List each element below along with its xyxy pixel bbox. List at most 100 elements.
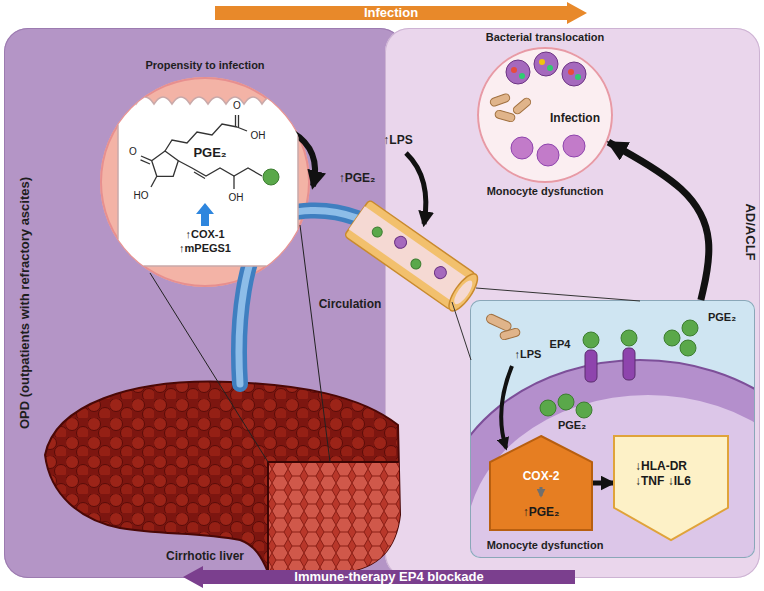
pge2-structure — [141, 115, 263, 189]
figure-label: HO — [134, 190, 149, 203]
blood-vessel — [444, 270, 482, 315]
figure-label: O — [233, 100, 241, 113]
increase-arrow — [196, 203, 214, 226]
pge2-structure — [141, 156, 152, 161]
liver-figure — [45, 382, 403, 577]
monocyte-cell — [471, 395, 754, 557]
bacterium-symbol — [485, 313, 521, 341]
infection-scene — [489, 93, 511, 107]
pge2-structure — [141, 160, 151, 164]
node-text: Propensity to infection — [145, 59, 264, 73]
infection-scene — [568, 69, 574, 75]
blood-vessel — [344, 200, 476, 311]
infection-scene — [575, 74, 581, 80]
figure-label: Circulation — [319, 297, 382, 312]
node-text: ↓HLA-DR ↓TNF ↓IL6 — [635, 459, 701, 489]
epithelium-card — [118, 97, 298, 266]
ep4-receptor — [585, 348, 635, 382]
monocyte-cell — [471, 360, 754, 557]
pge2-structure — [237, 127, 247, 131]
flow-arrow — [292, 132, 315, 186]
node-text: OPD (outpatients with refractory ascites… — [17, 177, 33, 429]
infection-scene — [537, 144, 559, 166]
pge2-structure — [152, 151, 179, 176]
blood-vessel — [370, 225, 384, 239]
blood-vessel — [432, 264, 449, 281]
node-text: ↑PGE₂ — [523, 505, 560, 520]
pge2-structure — [235, 115, 236, 127]
infection-scene — [539, 59, 545, 65]
infection-scene — [534, 52, 558, 76]
blood-vessel — [222, 200, 262, 235]
zoom-circle: Propensity to infection↑COX-1 ↑mPEGS1 — [100, 77, 310, 287]
figure-label: ↑LPS — [515, 348, 542, 362]
conversion-arrow — [540, 487, 543, 496]
node-text: AD/ACLF — [742, 203, 758, 260]
infection-scene — [511, 67, 517, 73]
effect-box-fill — [614, 436, 728, 540]
pge2-molecule — [664, 330, 680, 346]
node-text: Monocyte dysfunction — [487, 185, 604, 199]
pge2-structure — [151, 176, 157, 187]
enzyme-pentagon-fill — [490, 436, 592, 530]
figure-label: PGE₂ — [558, 419, 586, 433]
infection-scene — [512, 97, 532, 116]
figure-label: OH — [251, 130, 266, 143]
liver-figure — [268, 462, 403, 577]
therapy-arrow-fill — [183, 566, 575, 588]
node-text: ↑COX-1 ↑mPEGS1 — [169, 228, 241, 256]
figure-label: PGE₂ — [193, 145, 226, 161]
node-text: Immune-therapy EP4 blockade — [294, 569, 483, 585]
node-text: Infection — [364, 5, 418, 21]
blood-vessel — [392, 234, 409, 251]
zoom-line — [300, 225, 330, 462]
figure-label: ↑PGE₂ — [339, 171, 376, 186]
blood-vessel — [451, 278, 475, 307]
bacterium-symbol — [485, 313, 512, 332]
node-text: Monocyte dysfunction — [487, 539, 604, 553]
effect-box: ↓HLA-DR ↓TNF ↓IL6 — [614, 436, 728, 540]
figure-label: Cirrhotic liver — [166, 549, 244, 564]
figure-label: EP4 — [550, 338, 571, 352]
liver-figure — [45, 382, 400, 572]
pge2-molecule — [540, 400, 556, 416]
pge2-molecule — [583, 332, 599, 348]
figure-label: PGE₂ — [708, 311, 736, 325]
pge2-molecule — [621, 330, 637, 346]
pge2-structure — [233, 176, 234, 189]
connector-arrow — [592, 481, 614, 486]
infection-scene — [562, 62, 586, 86]
infection-scene — [511, 137, 533, 159]
node-text: Bacterial translocation — [486, 31, 605, 45]
enzyme-pentagon: COX-2 ↑PGE₂ — [490, 436, 592, 530]
bacterium-symbol — [499, 328, 520, 341]
blood-vessel — [349, 206, 472, 304]
process-arrow: Infection — [215, 2, 587, 24]
node-text: Infection — [550, 111, 600, 126]
monocyte-cell — [471, 360, 754, 557]
epithelium-card — [118, 97, 298, 266]
process-arrow-fill — [215, 2, 587, 24]
liver-figure — [268, 462, 403, 577]
pge2-molecule — [558, 394, 574, 410]
infection-scene — [489, 52, 586, 166]
figure-label: OH — [229, 192, 244, 205]
connector-arrow — [608, 142, 708, 300]
blood-vessel — [409, 257, 423, 271]
stage-panel: AD/ACLFBacterial translocationInfectionM… — [385, 28, 760, 578]
infection-scene — [494, 110, 515, 123]
zoom-line — [476, 288, 640, 301]
pge2-structure — [238, 115, 239, 127]
zoom-circle: Bacterial translocationInfectionMonocyte… — [477, 47, 613, 183]
pge2-molecule — [540, 320, 698, 418]
node-text: COX-2 — [523, 469, 560, 484]
figure-label: ↑LPS — [383, 133, 412, 148]
infection-scene — [506, 60, 530, 84]
ep4-receptor — [585, 350, 597, 382]
flow-arrow — [406, 153, 426, 224]
pge2-structure — [194, 172, 205, 179]
infection-scene — [563, 135, 585, 157]
blood-vessel — [222, 200, 482, 384]
therapy-arrow: Immune-therapy EP4 blockade — [183, 566, 575, 588]
